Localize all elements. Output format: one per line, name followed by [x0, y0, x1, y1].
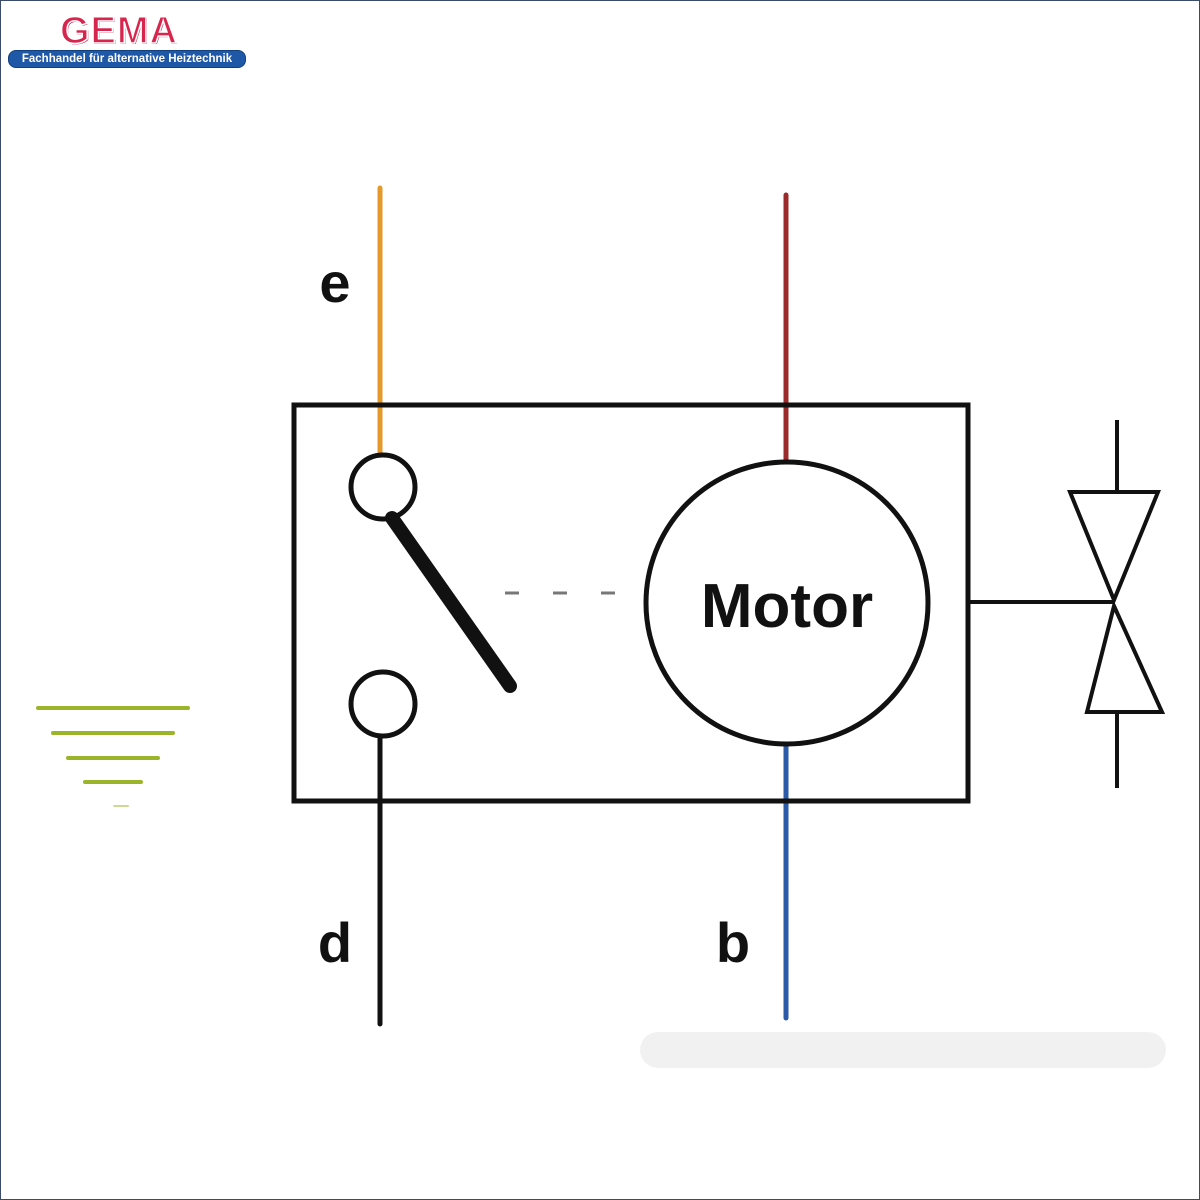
logo-tagline: Fachhandel für alternative Heiztechnik — [8, 50, 246, 68]
terminal-label-d: d — [318, 911, 352, 974]
switch-contact-bottom — [348, 669, 418, 739]
terminal-label-e: e — [319, 251, 350, 314]
watermark-band — [640, 1032, 1166, 1068]
valve-symbol — [1067, 420, 1166, 788]
terminal-label-b: b — [716, 911, 750, 974]
switch-arm — [385, 511, 517, 693]
switch-contact-top — [348, 452, 418, 522]
motor-circle — [643, 459, 931, 747]
logo-brand: GEMA — [59, 9, 178, 53]
gema-logo: GEMA Fachhandel für alternative Heiztech… — [8, 9, 246, 70]
ground-symbol — [36, 706, 190, 807]
motor-label: Motor — [701, 572, 873, 641]
